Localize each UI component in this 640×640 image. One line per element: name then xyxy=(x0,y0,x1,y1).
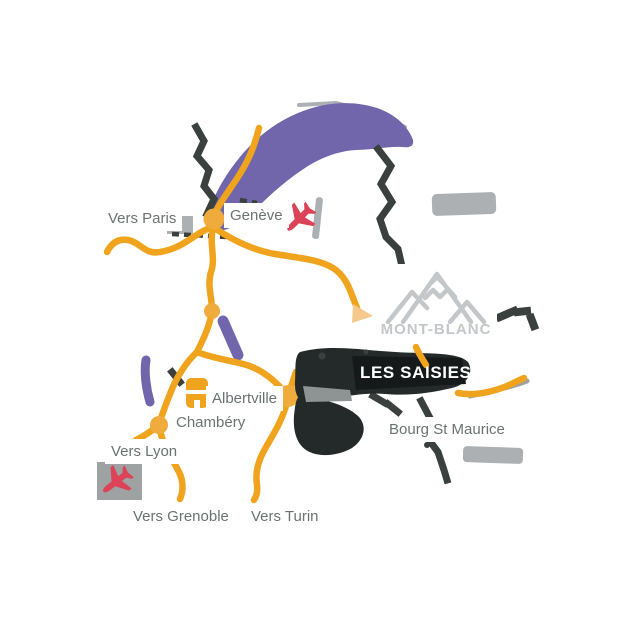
arrowhead-icon xyxy=(352,304,373,323)
massif-beaufortain xyxy=(293,396,364,456)
massif-dash-5 xyxy=(368,391,390,408)
massif-speck-2 xyxy=(318,352,326,360)
mountain-peaks-icon xyxy=(385,271,487,324)
airplane-lyon-icon xyxy=(103,464,134,493)
label-vers-turin: Vers Turin xyxy=(245,504,325,529)
label-chambery: Chambéry xyxy=(170,410,252,435)
train-station-icon xyxy=(186,378,208,408)
massif-speck-3 xyxy=(363,349,369,355)
junction-chambery xyxy=(150,416,168,434)
road-lake-shore xyxy=(208,124,263,224)
lake-annecy xyxy=(217,315,244,361)
label-geneve: Genève xyxy=(224,203,289,228)
label-mont-blanc: MONT-BLANC xyxy=(380,321,492,338)
label-bourg-st-maurice: Bourg St Maurice xyxy=(383,417,511,442)
mont-blanc-card: MONT-BLANC xyxy=(375,264,497,344)
border-line-east xyxy=(373,144,406,267)
massif-dash-1 xyxy=(494,305,520,323)
massif-stroke-vanoise xyxy=(462,446,524,464)
road-to-chambery xyxy=(155,348,201,428)
railway-geneva-north xyxy=(239,197,258,206)
label-vers-lyon: Vers Lyon xyxy=(105,439,184,464)
road-saisies-east xyxy=(454,374,528,398)
label-vers-paris: Vers Paris xyxy=(102,206,183,231)
junction-a40-a41 xyxy=(204,303,220,319)
label-vers-grenoble: Vers Grenoble xyxy=(127,504,235,529)
massif-dash-2 xyxy=(513,306,532,317)
massif-mid-patch xyxy=(303,386,352,402)
road-to-paris xyxy=(103,223,217,256)
border-line-west xyxy=(191,122,219,219)
label-les-saisies: LES SAISIES xyxy=(360,363,472,382)
massif-speck-1 xyxy=(424,442,430,448)
airplane-geneva-icon xyxy=(287,201,317,231)
massif-dash-6 xyxy=(383,399,403,417)
massif-dash-3 xyxy=(525,312,540,332)
road-geneva-south xyxy=(193,223,217,356)
junction-geneva xyxy=(203,208,225,230)
road-geneva-chamonix xyxy=(209,223,361,312)
label-albertville: Albertville xyxy=(206,386,284,411)
road-saisies-access xyxy=(412,343,430,369)
road-to-turin xyxy=(250,393,292,504)
massif-stroke-geneva-east xyxy=(312,197,323,240)
lake-bourget xyxy=(140,355,155,407)
massif-stroke-aravis xyxy=(431,192,497,216)
lake-geneva xyxy=(206,103,414,231)
border-line-tarentaise xyxy=(416,396,452,485)
massif-les-saisies-core xyxy=(352,356,466,390)
road-to-albertville xyxy=(193,348,291,399)
